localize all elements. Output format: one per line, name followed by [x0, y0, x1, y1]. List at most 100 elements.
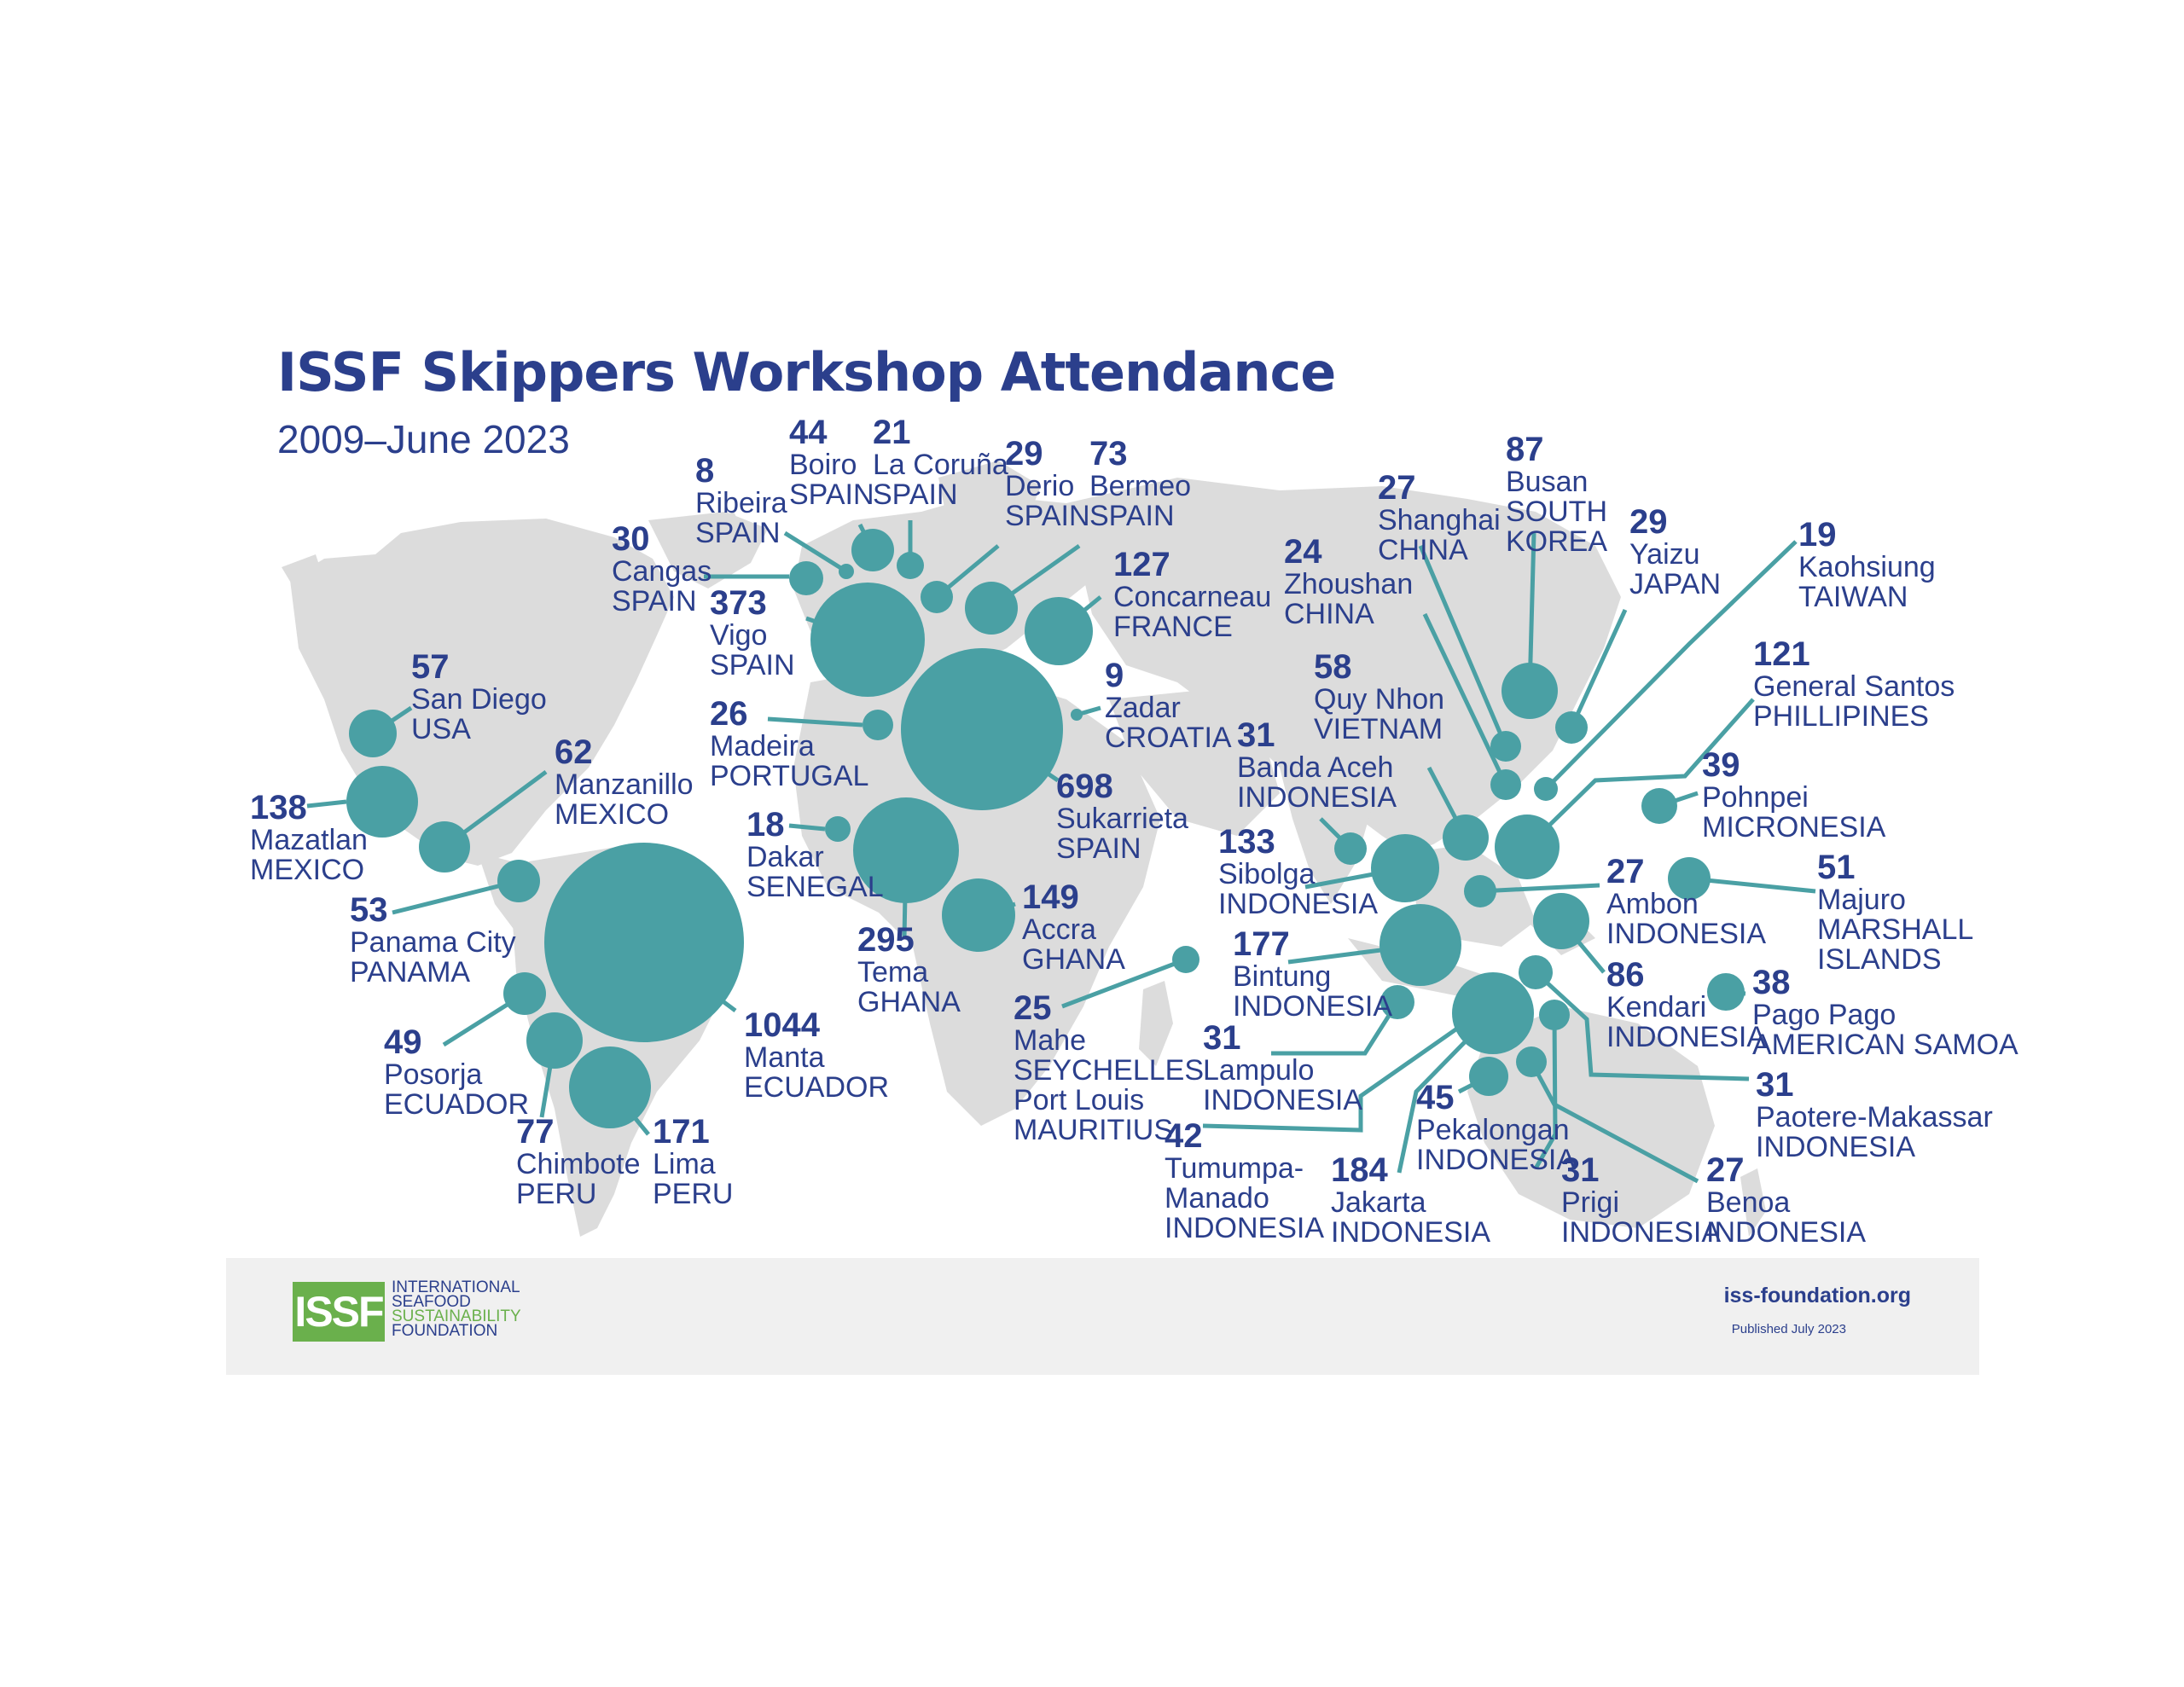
bubble-panama-city[interactable] — [497, 860, 540, 902]
value-label-cangas: 30 — [612, 520, 650, 558]
bubble-yaizu[interactable] — [1555, 711, 1588, 744]
bubble-mahe[interactable] — [1172, 946, 1199, 973]
bubble-ambon[interactable] — [1464, 875, 1496, 907]
value-label-boiro: 44 — [789, 414, 828, 451]
bubble-mazatlan[interactable] — [346, 766, 418, 838]
leader-line-panama-city — [392, 878, 520, 915]
place-label-madeira: Madeira — [710, 730, 815, 762]
bubble-jakarta[interactable] — [1452, 972, 1534, 1054]
place-label-jakarta: INDONESIA — [1331, 1216, 1490, 1249]
bubble-kendari[interactable] — [1533, 893, 1589, 949]
place-label-sibolga: INDONESIA — [1218, 888, 1378, 920]
bubble-zhoushan[interactable] — [1490, 769, 1521, 800]
leader-line-mahe — [1061, 957, 1187, 1009]
bubble-ribeira[interactable] — [839, 564, 854, 579]
bubble-benoa[interactable] — [1516, 1046, 1547, 1077]
place-label-busan: SOUTH — [1506, 496, 1607, 528]
place-label-shanghai: CHINA — [1378, 534, 1468, 566]
bubble-san-diego[interactable] — [349, 710, 397, 757]
value-label-benoa: 27 — [1706, 1151, 1745, 1189]
bubble-vigo[interactable] — [810, 583, 925, 697]
bubble-bermeo[interactable] — [965, 582, 1018, 635]
place-label-majuro: ISLANDS — [1817, 943, 1942, 976]
place-label-dakar: Dakar — [746, 841, 824, 873]
leader-line-zhoushan — [1422, 612, 1508, 786]
value-label-zhoushan: 24 — [1284, 533, 1322, 571]
value-label-banda-aceh: 31 — [1237, 716, 1275, 754]
bubble-shanghai[interactable] — [1490, 731, 1521, 762]
bubble-madeira[interactable] — [863, 710, 893, 740]
bubble-derio[interactable] — [921, 581, 953, 613]
value-label-concarneau: 127 — [1113, 546, 1170, 583]
bubble-majuro[interactable] — [1668, 857, 1711, 900]
value-label-derio: 29 — [1005, 435, 1043, 472]
bubble-banda-aceh[interactable] — [1334, 832, 1367, 865]
leader-line-ambon — [1479, 883, 1600, 894]
place-label-bermeo: SPAIN — [1089, 500, 1175, 532]
value-label-jakarta: 184 — [1331, 1151, 1388, 1189]
bubble-lampulo[interactable] — [1380, 985, 1414, 1019]
bubble-paotere-makassar[interactable] — [1519, 955, 1553, 989]
place-label-kendari: Kendari — [1606, 991, 1706, 1023]
bubble-lima[interactable] — [569, 1046, 651, 1128]
place-label-prigi: Prigi — [1561, 1186, 1619, 1219]
place-label-vigo: Vigo — [710, 619, 767, 652]
leader-line-dakar — [788, 823, 826, 832]
place-label-busan: Busan — [1506, 466, 1588, 498]
place-label-la-coru-a: La Coruña — [873, 449, 1008, 481]
place-label-accra: Accra — [1022, 913, 1096, 946]
place-label-accra: GHANA — [1022, 943, 1125, 976]
value-label-sibolga: 133 — [1218, 823, 1275, 861]
bubble-quy-nhon[interactable] — [1443, 815, 1489, 861]
value-label-shanghai: 27 — [1378, 469, 1416, 507]
place-label-paotere-makassar: Paotere-Makassar — [1756, 1101, 1993, 1133]
bubble-prigi[interactable] — [1539, 1000, 1570, 1030]
place-label-zhoushan: CHINA — [1284, 598, 1374, 630]
bubble-sukarrieta[interactable] — [901, 648, 1063, 810]
place-label-boiro: SPAIN — [789, 478, 874, 511]
bubble-manzanillo[interactable] — [419, 821, 470, 872]
bubble-concarneau[interactable] — [1025, 597, 1093, 665]
bubble-pohnpei[interactable] — [1641, 788, 1677, 824]
bubble-sibolga[interactable] — [1371, 834, 1439, 902]
value-label-madeira: 26 — [710, 695, 748, 733]
bubble-kaohsiung[interactable] — [1534, 777, 1558, 801]
bubble-pekalongan[interactable] — [1469, 1057, 1508, 1096]
place-label-jakarta: Jakarta — [1331, 1186, 1426, 1219]
place-label-mahe: SEYCHELLES — [1014, 1054, 1204, 1087]
bubble-dakar[interactable] — [825, 816, 851, 842]
value-label-chimbote: 77 — [516, 1113, 555, 1151]
bubble-chimbote[interactable] — [526, 1012, 583, 1069]
bubble-la-coru-a[interactable] — [897, 552, 924, 579]
place-label-mahe: Port Louis — [1014, 1084, 1144, 1116]
bubble-pago-pago[interactable] — [1707, 973, 1745, 1011]
issf-logo: ISSF — [293, 1282, 385, 1342]
place-label-la-coru-a: SPAIN — [873, 478, 958, 511]
bubble-busan[interactable] — [1502, 663, 1558, 719]
bubble-posorja[interactable] — [503, 972, 546, 1015]
value-label-yaizu: 29 — [1629, 503, 1668, 541]
place-label-mahe: MAURITIUS — [1014, 1114, 1173, 1146]
bubble-accra[interactable] — [942, 878, 1015, 952]
bubble-bintung[interactable] — [1380, 904, 1461, 986]
bubble-tema[interactable] — [853, 797, 959, 903]
place-label-pekalongan: INDONESIA — [1416, 1144, 1576, 1176]
bubble-manta[interactable] — [544, 843, 744, 1042]
leader-lines — [306, 520, 1816, 1184]
value-label-bintung: 177 — [1233, 925, 1290, 963]
bubble-cangas[interactable] — [789, 561, 823, 595]
place-label-madeira: PORTUGAL — [710, 760, 868, 792]
bubble-boiro[interactable] — [851, 529, 894, 571]
bubble-general-santos[interactable] — [1495, 815, 1560, 879]
place-label-mazatlan: Mazatlan — [250, 824, 368, 856]
value-label-ribeira: 8 — [695, 452, 714, 490]
place-label-benoa: INDONESIA — [1706, 1216, 1866, 1249]
place-label-manta: Manta — [744, 1041, 825, 1074]
place-label-prigi: INDONESIA — [1561, 1216, 1721, 1249]
value-label-lima: 171 — [653, 1113, 710, 1151]
place-label-bintung: Bintung — [1233, 960, 1331, 993]
bubble-zadar[interactable] — [1071, 709, 1083, 721]
place-label-cangas: Cangas — [612, 555, 712, 588]
website-link[interactable]: iss-foundation.org — [1723, 1284, 1911, 1307]
